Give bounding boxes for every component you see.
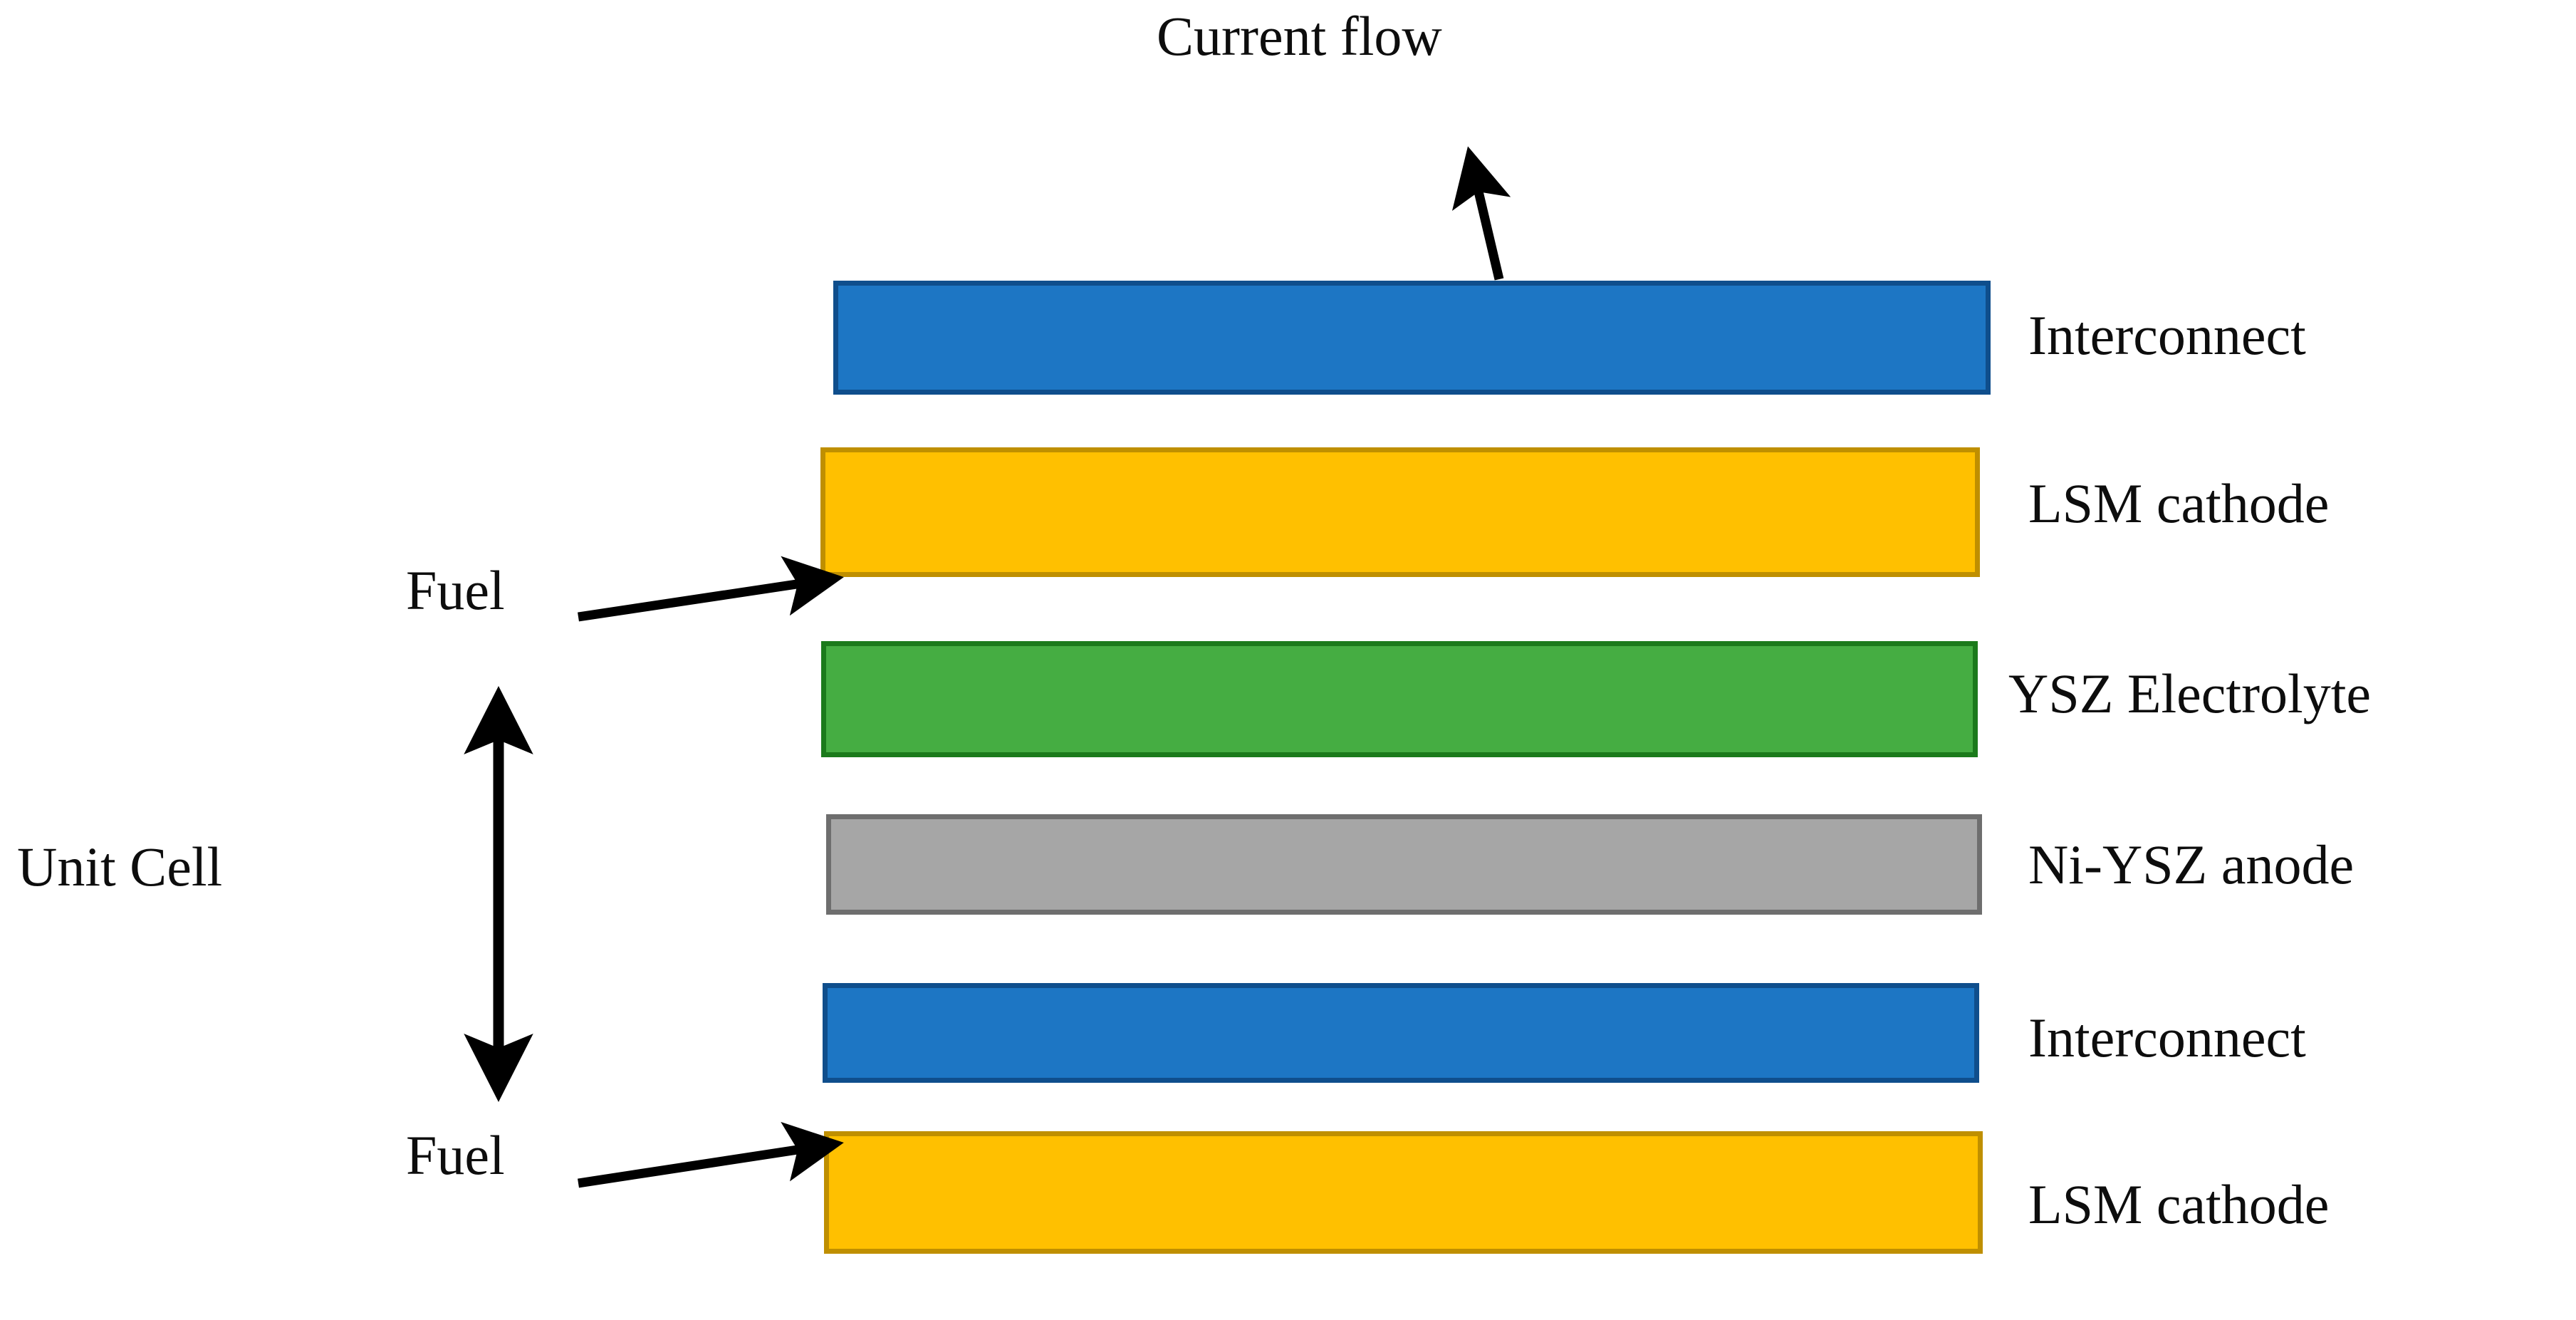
layer-label-ysz-electrolyte: YSZ Electrolyte <box>2008 662 2372 724</box>
layer-label-interconnect-top: Interconnect <box>2028 304 2306 366</box>
layer-label-lsm-cathode-top: LSM cathode <box>2028 472 2330 534</box>
unit-cell-label: Unit Cell <box>17 836 223 898</box>
layer-bar-interconnect-top <box>833 281 1991 395</box>
layer-bar-lsm-cathode-top <box>820 447 1980 577</box>
fuel-label-bottom: Fuel <box>406 1124 505 1186</box>
layer-bar-ni-ysz-anode <box>826 814 1982 915</box>
layer-bar-interconnect-bottom <box>823 983 1979 1083</box>
layer-label-ni-ysz-anode: Ni-YSZ anode <box>2028 833 2355 895</box>
layer-label-interconnect-bottom: Interconnect <box>2028 1007 2306 1069</box>
fuel-label-top: Fuel <box>406 559 505 621</box>
layer-bar-ysz-electrolyte <box>821 641 1978 757</box>
fuel-arrow-bottom <box>578 1121 844 1188</box>
fuel-arrow-top <box>578 556 844 622</box>
current-flow-arrow <box>1451 146 1511 281</box>
layer-bar-lsm-cathode-bottom <box>824 1131 1983 1254</box>
current-flow-title: Current flow <box>1157 5 1442 67</box>
layer-label-lsm-cathode-bottom: LSM cathode <box>2028 1173 2330 1235</box>
